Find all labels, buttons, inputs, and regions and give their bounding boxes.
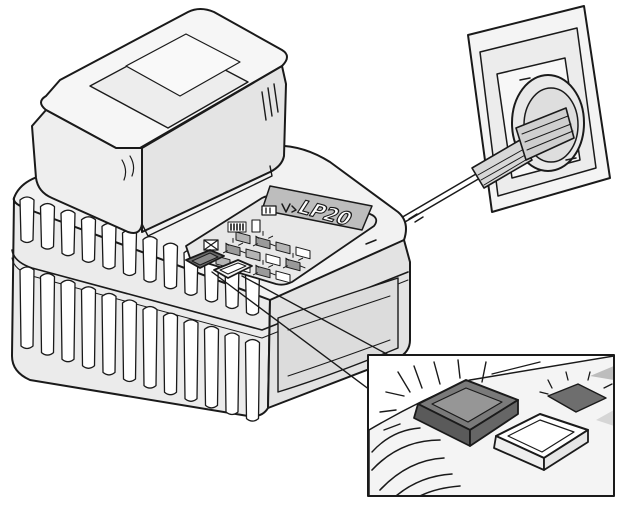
led-glow-ray [255,264,260,268]
led-indicator [235,231,251,245]
led-glow-ray [269,243,276,247]
start-button-zoomed[interactable] [493,413,589,471]
vent-slot [39,272,56,356]
vent-slot [19,266,35,350]
led-glow-ray [225,242,230,246]
led-glow-ray [298,257,304,261]
led-indicator [275,270,291,284]
led-indicator [245,248,261,262]
led-glow-ray [222,250,228,254]
led-glow-ray [268,235,274,239]
led-active-zoomed [539,371,613,413]
vent-slot [60,209,76,257]
vent-slot [162,312,179,396]
mode-button[interactable] [185,249,225,269]
battery-pack [31,8,288,237]
vent-slot [162,242,179,290]
vent-slot [121,229,138,277]
battery-icon [261,205,277,216]
mode-button-zoomed[interactable] [413,379,519,447]
control-panel: LP20 [185,185,378,286]
led-glow-ray [252,272,258,276]
vent-slot [19,196,35,244]
fault-icon [203,239,219,251]
led-glow-ray [255,235,260,239]
led-indicator [275,241,291,255]
led-glow-ray [238,242,244,246]
vent-slot [101,292,117,376]
led-indicator [225,243,241,257]
vent-slot [101,222,117,270]
panel-slot [365,239,377,245]
thermometer-icon [251,219,261,233]
led-glow-ray [239,250,246,254]
vent-grille-lower [19,266,261,422]
battery-bars-icon [227,221,247,233]
vent-slot [39,202,56,250]
vent-slot [80,216,97,263]
led-indicator [285,258,301,272]
led-glow-ray [285,257,290,261]
led-indicator [265,253,281,267]
led-indicator [255,236,271,250]
led-glow-ray [268,264,274,268]
led-indicator [255,265,271,279]
vent-slot [224,332,240,416]
plug-icon [471,107,575,189]
led-glow-ray [252,243,258,247]
zoom-inset [367,354,615,497]
vent-slot [60,279,76,363]
vent-slot [183,319,199,402]
vent-slot [244,338,261,422]
led-glow-ray [299,265,306,269]
vent-slot [142,305,158,389]
vent-slot [203,325,220,409]
start-button[interactable] [213,259,253,279]
vent-slot [80,286,97,369]
vent-slot [142,235,158,283]
led-glow-ray [269,272,276,276]
led-glow-ray [282,265,288,269]
vent-slot [121,299,138,383]
charging-icon [281,203,297,213]
led-indicator [295,246,311,260]
